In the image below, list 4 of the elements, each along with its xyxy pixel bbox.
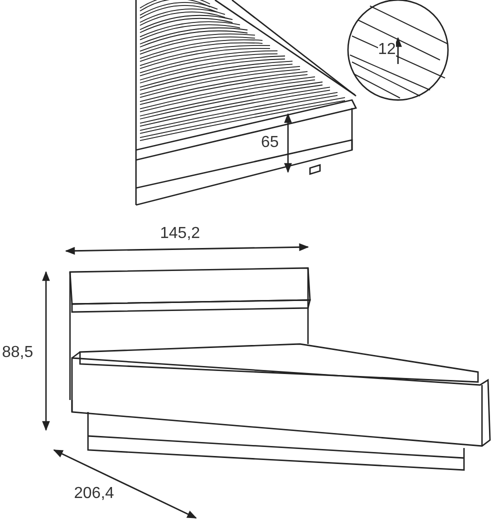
dimension-label: 12 (378, 42, 396, 58)
dimension-label: 206,4 (74, 486, 114, 502)
dimension-label: 88,5 (2, 345, 34, 361)
dimension-label: 145,2 (160, 226, 200, 242)
